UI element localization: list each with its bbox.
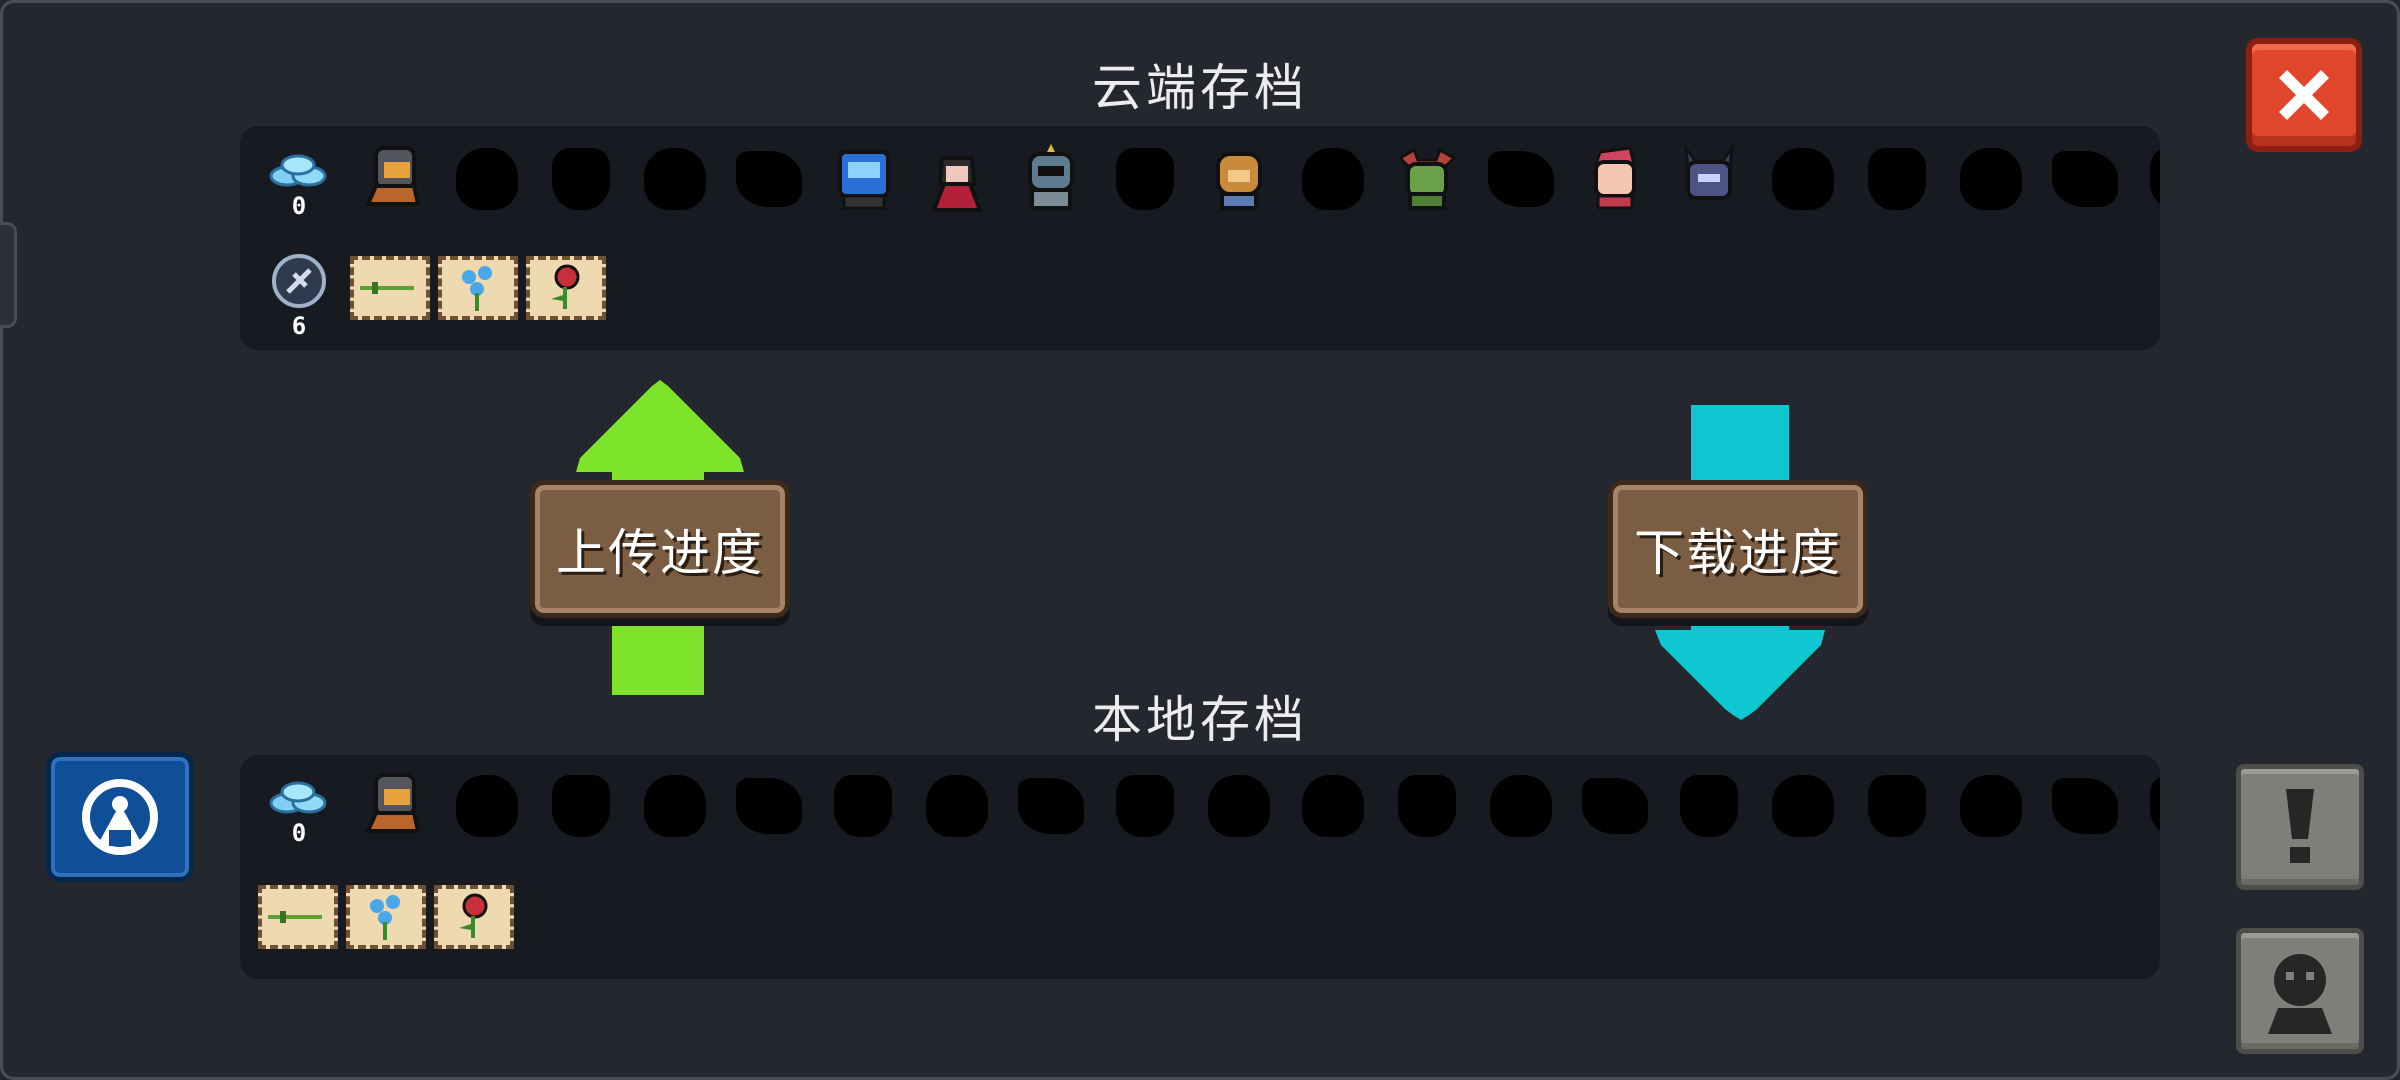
character-locked <box>726 763 812 849</box>
character-locked <box>1102 136 1188 222</box>
weapon-sword-card <box>350 256 430 320</box>
character-locked <box>1948 763 2034 849</box>
character-locked <box>1478 136 1564 222</box>
close-button[interactable] <box>2246 38 2362 152</box>
character-locked <box>1854 136 1940 222</box>
cloud-materials-count: 6 <box>291 312 307 340</box>
local-character-row <box>350 763 2160 849</box>
account-button[interactable] <box>46 752 194 882</box>
user-silhouette-icon <box>2268 954 2332 1034</box>
taptap-account-icon <box>82 779 158 855</box>
character-rogue <box>350 136 436 222</box>
weapon-blue-flower-card <box>438 256 518 320</box>
character-locked <box>2136 763 2160 849</box>
character-locked <box>1102 763 1188 849</box>
character-locked <box>1478 763 1564 849</box>
sword-icon <box>360 282 414 294</box>
profile-button[interactable] <box>2236 928 2364 1054</box>
notice-button[interactable] <box>2236 764 2364 890</box>
weapon-sword-card <box>258 885 338 949</box>
local-gems-count: 0 <box>291 819 307 847</box>
local-weapon-row <box>258 885 514 949</box>
character-locked <box>1854 763 1940 849</box>
material-icon <box>272 254 326 308</box>
close-x-icon <box>2279 70 2329 120</box>
character-locked <box>632 763 718 849</box>
upload-progress-button[interactable]: 上传进度 <box>530 480 790 618</box>
character-locked <box>1760 136 1846 222</box>
cloud-save-title: 云端存档 <box>1092 59 1308 117</box>
weapon-red-flower-card <box>526 256 606 320</box>
local-save-title: 本地存档 <box>1092 691 1308 749</box>
character-locked <box>1008 763 1094 849</box>
sword-icon <box>268 911 322 923</box>
cloud-save-panel: 0 6 <box>240 126 2160 350</box>
cloud-gems-stat: 0 <box>264 150 334 220</box>
character-locked <box>726 136 812 222</box>
character-locked <box>1948 136 2034 222</box>
red-flower-icon <box>459 893 488 938</box>
character-locked <box>538 136 624 222</box>
character-locked <box>820 763 906 849</box>
character-locked <box>444 136 530 222</box>
character-locked <box>444 763 530 849</box>
weapon-red-flower-card <box>434 885 514 949</box>
gems-icon <box>269 154 327 187</box>
character-locked <box>1666 763 1752 849</box>
local-save-panel: 0 <box>240 755 2160 979</box>
character-locked <box>1290 136 1376 222</box>
red-flower-icon <box>551 264 580 309</box>
exclamation-icon <box>2286 789 2314 863</box>
character-locked <box>2042 136 2128 222</box>
character-locked <box>2136 136 2160 222</box>
character-locked <box>914 763 1000 849</box>
character-werewolf <box>1196 136 1282 222</box>
character-vampire <box>914 136 1000 222</box>
cloud-character-row <box>350 136 2160 222</box>
blue-flower-icon <box>370 895 400 940</box>
character-locked <box>1760 763 1846 849</box>
cloud-materials-stat: 6 <box>264 252 334 340</box>
side-tab[interactable] <box>0 222 17 328</box>
character-locked <box>1572 763 1658 849</box>
download-progress-button[interactable]: 下载进度 <box>1608 480 1868 618</box>
gems-icon <box>269 781 327 814</box>
character-locked <box>1196 763 1282 849</box>
character-locked <box>1290 763 1376 849</box>
character-paladin <box>1008 136 1094 222</box>
character-locked <box>632 136 718 222</box>
character-locked <box>2042 763 2128 849</box>
character-rogue <box>350 763 436 849</box>
cloud-weapon-row <box>350 256 606 320</box>
character-robot <box>820 136 906 222</box>
character-locked <box>538 763 624 849</box>
blue-flower-icon <box>462 266 492 311</box>
local-gems-stat: 0 <box>264 777 334 847</box>
character-berserker <box>1572 136 1658 222</box>
character-druid <box>1384 136 1470 222</box>
weapon-blue-flower-card <box>346 885 426 949</box>
cloud-gems-count: 0 <box>291 192 307 220</box>
character-demon <box>1666 136 1752 222</box>
character-locked <box>1384 763 1470 849</box>
